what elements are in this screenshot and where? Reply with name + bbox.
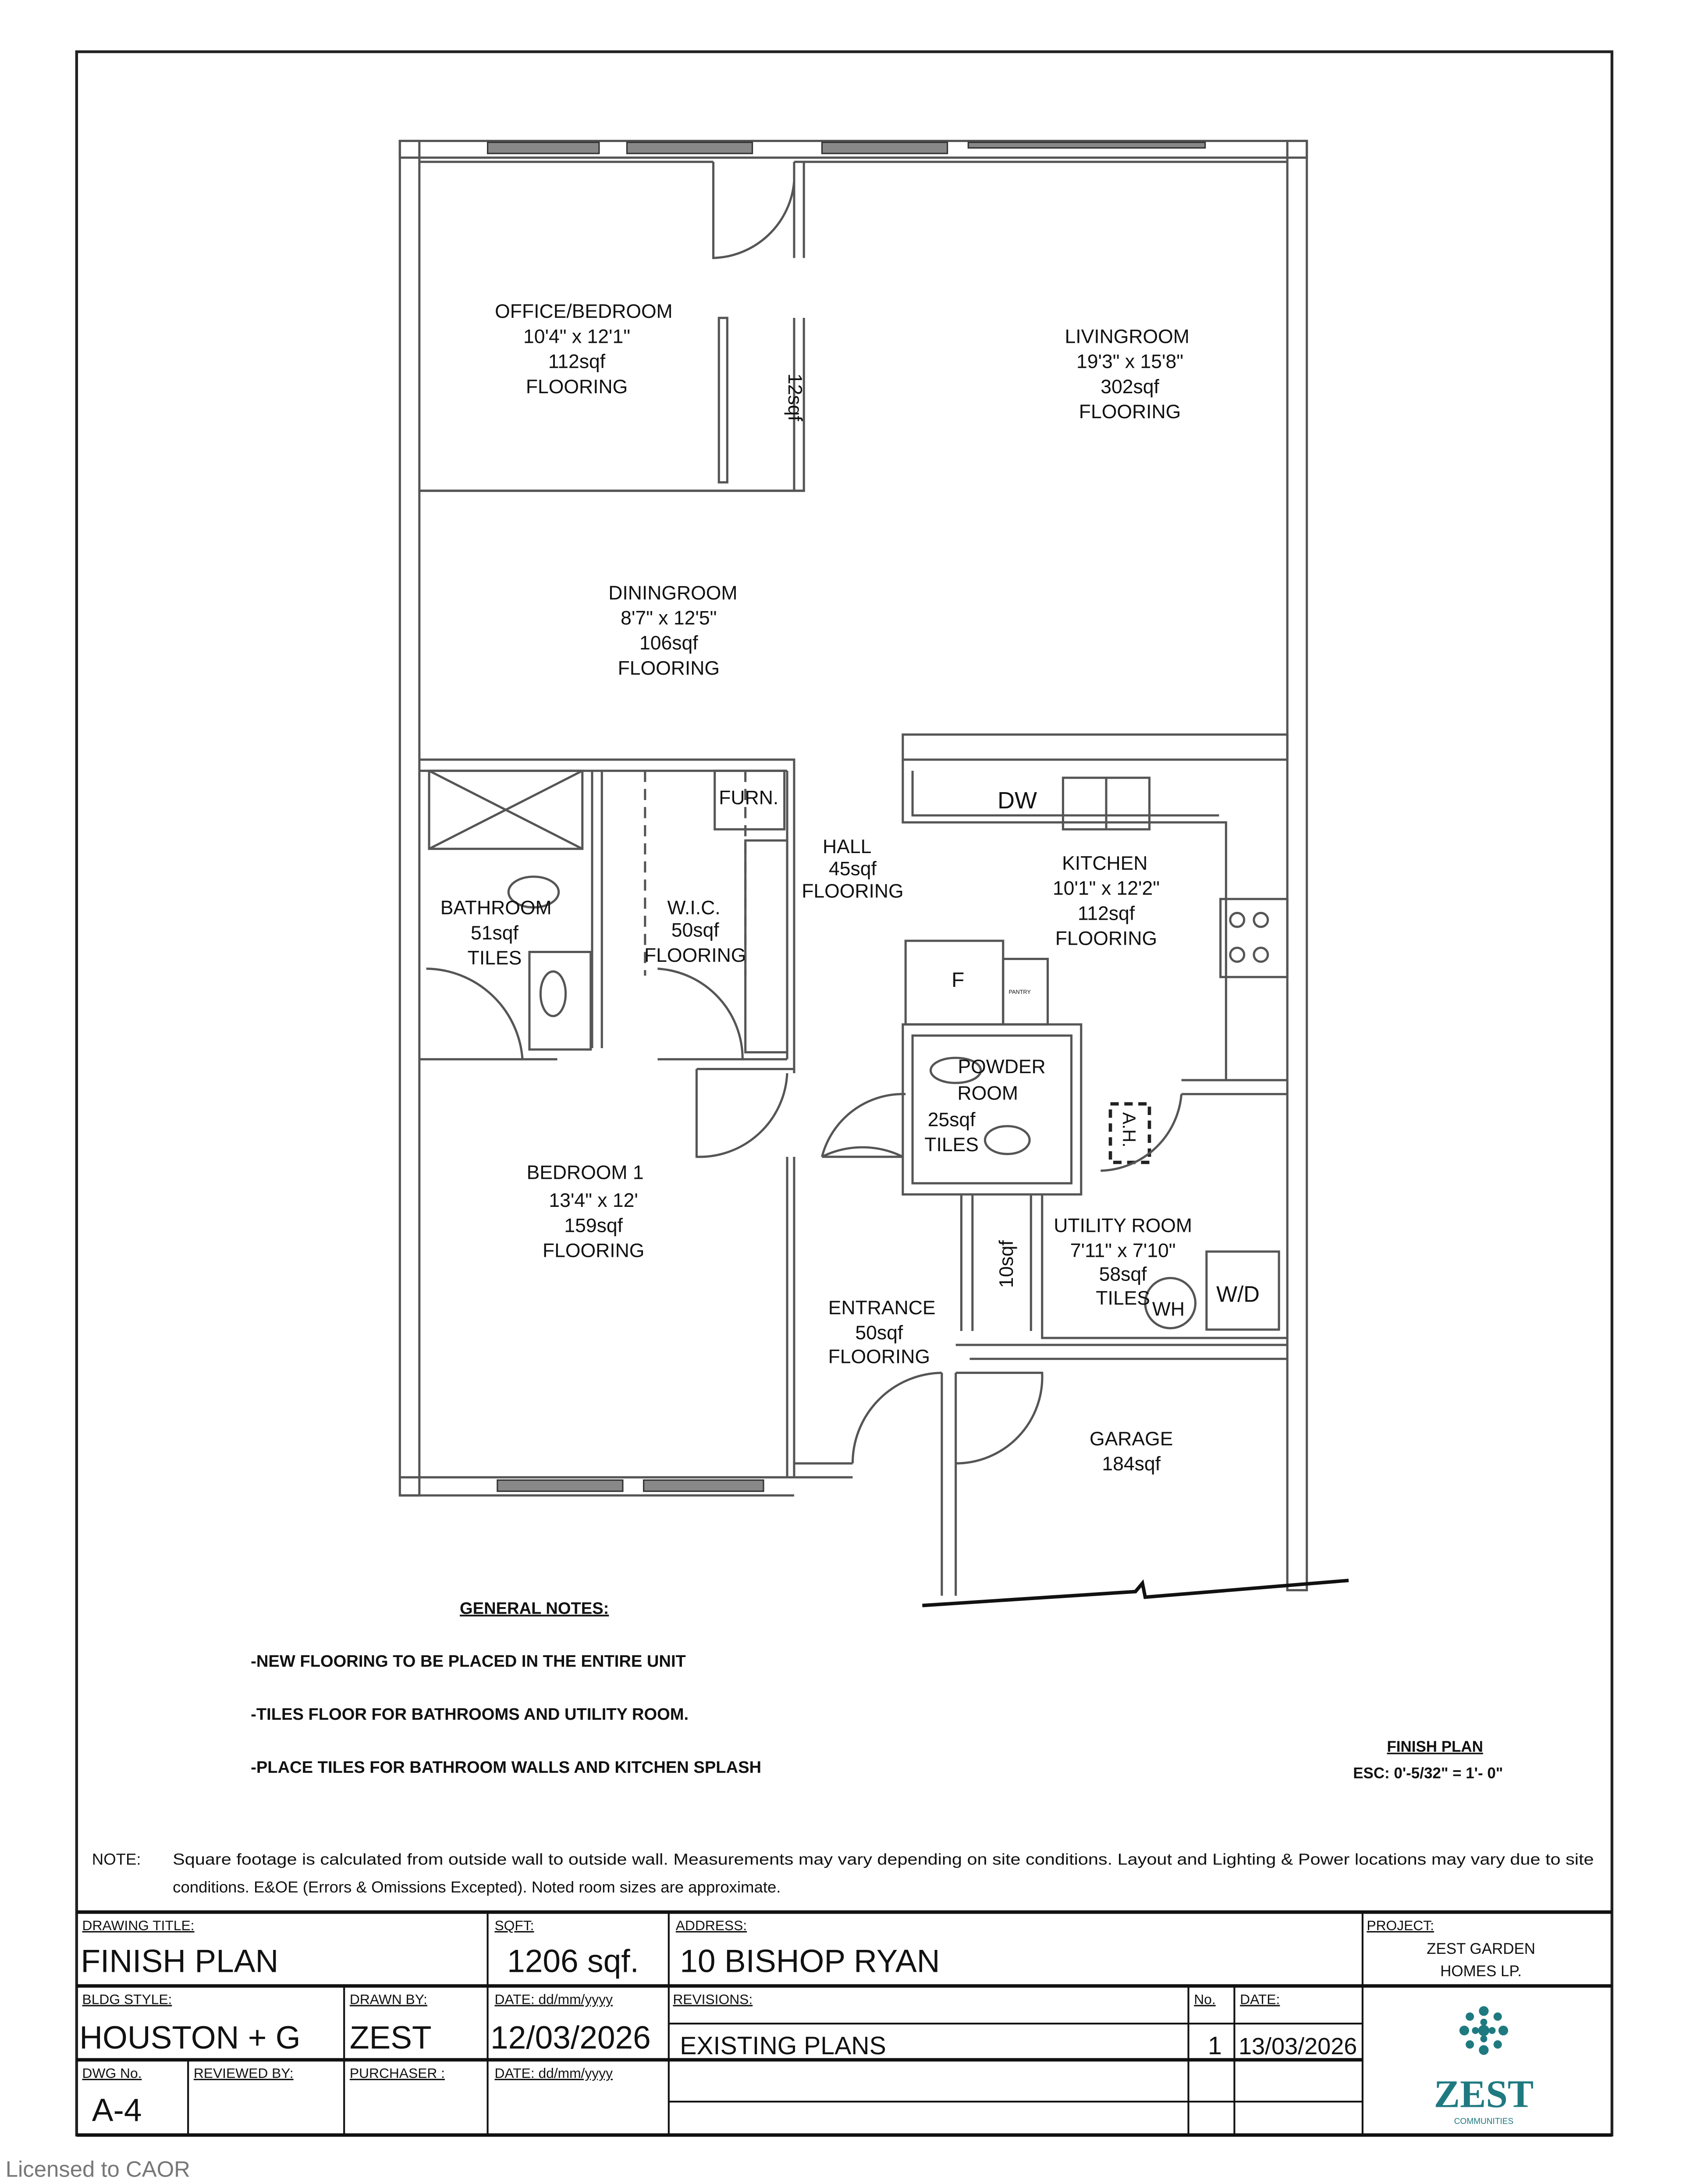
note-line2: conditions. E&OE (Errors & Omissions Exc… bbox=[173, 1878, 781, 1896]
washer-dryer-label: W/D bbox=[1216, 1281, 1260, 1306]
general-notes-title: GENERAL NOTES: bbox=[460, 1599, 609, 1618]
revision-no-label: No. bbox=[1194, 1992, 1215, 2007]
flower-icon bbox=[1459, 2006, 1509, 2055]
bldg-style-label: BLDG STYLE: bbox=[82, 1992, 172, 2007]
project-line1: ZEST GARDEN bbox=[1427, 1940, 1535, 1957]
sheet-border bbox=[75, 50, 1614, 2137]
project-line2: HOMES LP. bbox=[1440, 1963, 1522, 1980]
note-line1: Square footage is calculated from outsid… bbox=[173, 1850, 1594, 1868]
water-heater-label: WH bbox=[1152, 1298, 1185, 1320]
project-label: PROJECT: bbox=[1367, 1917, 1434, 1933]
bldg-style-value: HOUSTON + G bbox=[79, 2020, 300, 2056]
logo-sub: COMMUNITIES bbox=[1454, 2117, 1514, 2126]
zest-logo: ZEST COMMUNITIES bbox=[1434, 2006, 1534, 2126]
pantry-label: PANTRY bbox=[1008, 989, 1031, 995]
general-notes: GENERAL NOTES: -NEW FLOORING TO BE PLACE… bbox=[251, 1599, 761, 1776]
date-label: DATE: dd/mm/yyyy bbox=[494, 1992, 613, 2007]
closet-office-label: 12sqf bbox=[784, 373, 806, 421]
purchaser-label: PURCHASER : bbox=[350, 2065, 445, 2081]
general-note-2: -TILES FLOOR FOR BATHROOMS AND UTILITY R… bbox=[251, 1705, 689, 1724]
sqft-label: SQFT: bbox=[494, 1917, 534, 1933]
title-block: DRAWING TITLE: FINISH PLAN SQFT: 1206 sq… bbox=[76, 1910, 1612, 2137]
walls bbox=[398, 139, 1308, 1596]
scale-value: ESC: 0'-5/32" = 1'- 0" bbox=[1353, 1765, 1503, 1782]
general-note-3: -PLACE TILES FOR BATHROOM WALLS AND KITC… bbox=[251, 1758, 761, 1777]
scale-title: FINISH PLAN bbox=[1387, 1738, 1483, 1755]
logo-name: ZEST bbox=[1434, 2073, 1534, 2116]
revision-date-label: DATE: bbox=[1240, 1992, 1280, 2007]
dwg-no-value: A-4 bbox=[92, 2093, 142, 2128]
drawing-title-label: DRAWING TITLE: bbox=[82, 1917, 195, 1933]
date-value: 12/03/2026 bbox=[490, 2020, 651, 2056]
revision-date: 13/03/2026 bbox=[1239, 2033, 1357, 2060]
dwg-no-label: DWG No. bbox=[82, 2065, 142, 2081]
property-line bbox=[922, 1579, 1349, 1608]
address-value: 10 BISHOP RYAN bbox=[680, 1943, 940, 1979]
fixture-labels: FURN. DW F PANTRY A.H. WH W/D bbox=[719, 787, 1260, 1320]
closet-entrance-label: 10sqf bbox=[996, 1240, 1017, 1288]
dishwasher-label: DW bbox=[998, 787, 1037, 814]
sqft-value: 1206 sqf. bbox=[507, 1943, 639, 1979]
air-handler-label: A.H. bbox=[1119, 1112, 1139, 1147]
furnace-label: FURN. bbox=[719, 787, 778, 809]
drawn-by-value: ZEST bbox=[350, 2020, 432, 2056]
note-label: NOTE: bbox=[92, 1850, 141, 1868]
door-swings bbox=[426, 162, 1183, 1465]
revisions-label: REVISIONS: bbox=[673, 1992, 753, 2007]
revision-text: EXISTING PLANS bbox=[680, 2032, 886, 2060]
date2-label: DATE: dd/mm/yyyy bbox=[494, 2065, 613, 2081]
watermark: Licensed to CAOR bbox=[6, 2157, 190, 2182]
general-note-1: -NEW FLOORING TO BE PLACED IN THE ENTIRE… bbox=[251, 1652, 686, 1671]
reviewed-by-label: REVIEWED BY: bbox=[194, 2065, 294, 2081]
revision-no: 1 bbox=[1208, 2032, 1222, 2060]
windows bbox=[486, 142, 1206, 1492]
address-label: ADDRESS: bbox=[676, 1917, 747, 1933]
drawn-by-label: DRAWN BY: bbox=[350, 1992, 427, 2007]
fridge-label: F bbox=[952, 968, 964, 992]
drawing-title: FINISH PLAN bbox=[81, 1943, 278, 1979]
